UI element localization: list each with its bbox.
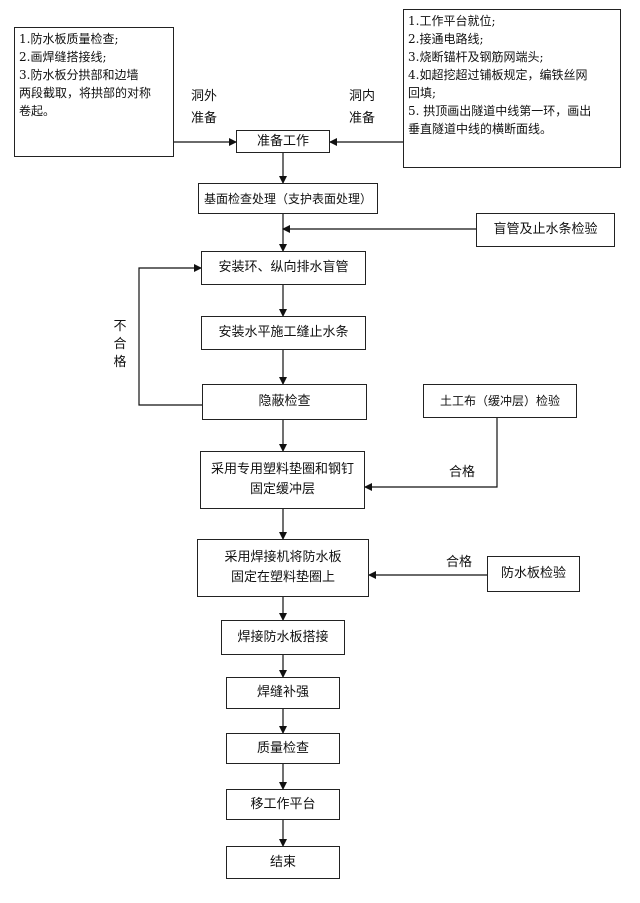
- pass-label-geotextile-text: 合格: [448, 465, 475, 480]
- step-end-label: 结束: [269, 854, 296, 870]
- step-install-drain: 安装环、纵向排水盲管: [201, 251, 366, 285]
- step-move-platform: 移工作平台: [226, 789, 340, 820]
- outside-prep-label: 洞外 准备: [184, 86, 224, 130]
- step-base-treatment: 基面检查处理（支护表面处理）: [198, 183, 378, 214]
- step-quality-check: 质量检查: [226, 733, 340, 764]
- note-line: 1.防水板质量检查;: [19, 32, 119, 46]
- drain-inspection-box: 盲管及止水条检验: [476, 213, 615, 247]
- note-line: 两段截取，将拱部的对称: [19, 86, 152, 100]
- note-line: 5. 拱顶画出隧道中线第一环，画出: [408, 104, 592, 118]
- membrane-inspection-box: 防水板检验: [487, 556, 580, 592]
- note-line: 2.画焊缝搭接线;: [19, 50, 107, 64]
- note-line: 2.接通电路线;: [408, 32, 484, 46]
- note-line: 垂直隧道中线的横断面线。: [408, 122, 553, 136]
- step-install-drain-label: 安装环、纵向排水盲管: [218, 260, 349, 275]
- note-line: 卷起。: [19, 104, 56, 118]
- inside-prep-note: 1.工作平台就位; 2.接通电路线; 3.烧断锚杆及钢筋网端头; 4.如超挖超过…: [403, 9, 621, 168]
- note-line: 4.如超挖超过铺板规定，编铁丝网: [408, 68, 588, 82]
- step-fix-cushion: 采用专用塑料垫圈和钢钉 固定缓冲层: [200, 451, 365, 509]
- pass-label-membrane-text: 合格: [445, 555, 472, 570]
- step-fix-cushion-line2: 固定缓冲层: [249, 482, 315, 497]
- step-install-waterstop: 安装水平施工缝止水条: [201, 316, 366, 350]
- step-prepare-label: 准备工作: [256, 133, 309, 149]
- outside-prep-label-line1: 洞外: [190, 89, 217, 104]
- step-install-waterstop-label: 安装水平施工缝止水条: [218, 325, 349, 340]
- inside-prep-label-line2: 准备: [348, 111, 375, 126]
- fail-label-char: 不: [113, 319, 127, 334]
- step-quality-check-label: 质量检查: [256, 740, 309, 756]
- step-concealed-check: 隐蔽检查: [202, 384, 367, 420]
- note-line: 3.烧断锚杆及钢筋网端头;: [408, 50, 544, 64]
- step-fix-membrane-line1: 采用焊接机将防水板: [224, 550, 342, 565]
- geotextile-inspection-box: 土工布（缓冲层）检验: [423, 384, 577, 418]
- step-weld-overlap: 焊接防水板搭接: [221, 620, 345, 655]
- geotextile-inspection-label: 土工布（缓冲层）检验: [439, 394, 560, 408]
- arrow-geotextile-inspection: [364, 418, 498, 491]
- step-prepare: 准备工作: [236, 130, 330, 153]
- fail-label-char: 格: [113, 355, 127, 370]
- pass-label-membrane: 合格: [441, 552, 477, 574]
- note-line: 回填;: [408, 86, 437, 100]
- step-weld-reinforce: 焊缝补强: [226, 677, 340, 709]
- step-move-platform-label: 移工作平台: [250, 796, 316, 812]
- inside-prep-label: 洞内 准备: [342, 86, 382, 130]
- step-weld-overlap-label: 焊接防水板搭接: [237, 629, 329, 645]
- fail-label: 不 合 格: [112, 318, 128, 372]
- membrane-inspection-label: 防水板检验: [500, 566, 566, 581]
- fail-label-char: 合: [113, 337, 127, 352]
- drain-inspection-label: 盲管及止水条检验: [493, 222, 598, 237]
- note-line: 1.工作平台就位;: [408, 14, 496, 28]
- outside-prep-label-line2: 准备: [190, 111, 217, 126]
- step-fix-cushion-line1: 采用专用塑料垫圈和钢钉: [210, 462, 354, 477]
- pass-label-geotextile: 合格: [444, 462, 480, 484]
- step-fix-membrane-line2: 固定在塑料垫圈上: [230, 570, 335, 585]
- inside-prep-label-line1: 洞内: [348, 89, 375, 104]
- step-concealed-check-label: 隐蔽检查: [258, 394, 311, 409]
- arrow-fail-loop: [138, 264, 202, 406]
- step-fix-membrane: 采用焊接机将防水板 固定在塑料垫圈上: [197, 539, 369, 597]
- step-weld-reinforce-label: 焊缝补强: [256, 685, 309, 700]
- note-line: 3.防水板分拱部和边墙: [19, 68, 139, 82]
- outside-prep-note: 1.防水板质量检查; 2.画焊缝搭接线; 3.防水板分拱部和边墙 两段截取，将拱…: [14, 27, 174, 157]
- step-end: 结束: [226, 846, 340, 879]
- step-base-treatment-label: 基面检查处理（支护表面处理）: [203, 191, 372, 206]
